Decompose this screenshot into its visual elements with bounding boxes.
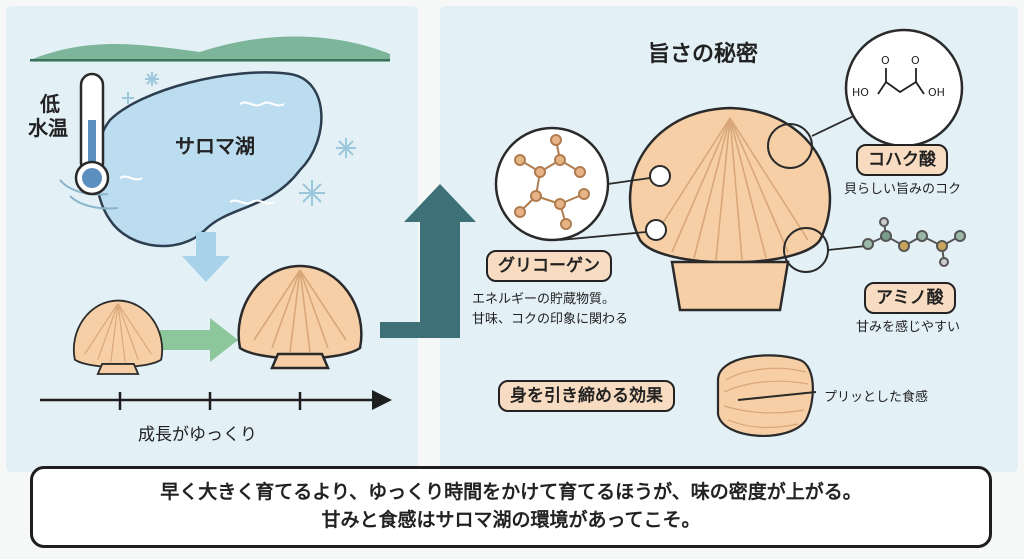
lake-name: サロマ湖 [175, 134, 255, 158]
glycogen-molecule-icon [494, 126, 610, 242]
temp-label-line1: 低 [40, 92, 60, 116]
texture-desc: プリッとした食感 [824, 390, 929, 405]
succinic-acid-tag: コハク酸 [856, 144, 948, 176]
summary-line2: 甘みと食感はサロマ湖の環境があってこそ。 [321, 509, 701, 531]
right-illustration [494, 28, 966, 437]
scallop-muscle-icon [716, 354, 817, 437]
glycogen-desc-line1: エネルギーの貯蔵物質。 [472, 292, 616, 307]
growth-arrow-icon [160, 318, 238, 362]
formula-oh: OH [928, 86, 945, 99]
formula-o1: O [881, 54, 890, 67]
left-illustration [30, 36, 476, 410]
down-arrow-icon [182, 232, 230, 282]
hill [30, 36, 390, 62]
glycogen-desc-line2: 甘味、コクの印象に関わる [472, 312, 629, 327]
formula-o2: O [911, 54, 920, 67]
succinic-acid-desc: 貝らしい旨みのコク [844, 182, 962, 197]
succinic-acid-molecule-icon [844, 28, 964, 148]
amino-acid-desc: 甘みを感じやすい [856, 320, 961, 335]
main-scallop [628, 106, 832, 312]
glycogen-tag: グリコーゲン [486, 250, 612, 282]
formula-ho: HO [852, 86, 869, 99]
thermometer-icon [74, 72, 110, 196]
summary-line1: 早く大きく育てるより、ゆっくり時間をかけて育てるほうが、味の密度が上がる。 [160, 481, 862, 503]
texture-tag: 身を引き締める効果 [498, 380, 675, 412]
lake-shape [94, 71, 323, 248]
amino-acid-tag: アミノ酸 [864, 282, 956, 314]
amino-acid-molecule-icon [862, 217, 966, 267]
page-title: 旨さの秘密 [648, 42, 759, 67]
snowflake-icon [122, 72, 356, 206]
connector-arrow-icon [380, 184, 476, 338]
axis-label: 成長がゆっくり [138, 425, 257, 445]
temp-label-line2: 水温 [28, 116, 68, 140]
summary-box: 早く大きく育てるより、ゆっくり時間をかけて育てるほうが、味の密度が上がる。 甘み… [30, 466, 992, 548]
